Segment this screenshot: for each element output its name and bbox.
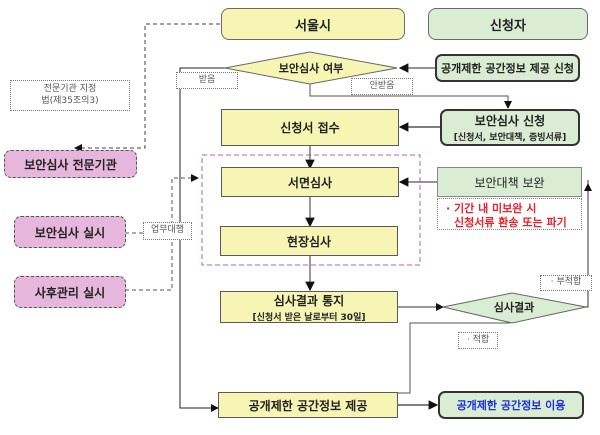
restricted-info-use-box: 공개제한 공간정보 이용 (438, 391, 584, 419)
specialized-agency-box: 보안심사 전문기관 (4, 150, 137, 178)
conduct-review-box: 보안심사 실시 (14, 216, 126, 248)
restricted-info-request-label: 공개제한 공간정보 제공 신청 (441, 62, 574, 75)
specialized-agency-label: 보안심사 전문기관 (24, 157, 117, 172)
document-review-box: 서면심사 (221, 167, 399, 197)
applicant-header: 신청자 (428, 8, 588, 40)
restricted-info-request-box: 공개제한 공간정보 제공 신청 (435, 54, 580, 82)
applicant-header-label: 신청자 (490, 18, 526, 34)
security-review-decision-label: 보안심사 여부 (279, 61, 344, 75)
deadline-warning-line1: · 기간 내 미보완 시 (446, 202, 537, 215)
post-management-label: 사후관리 실시 (34, 285, 106, 300)
application-receipt-box: 신청서 접수 (221, 109, 399, 146)
security-measure-supplement-label: 보안대책 보완 (474, 175, 545, 190)
conduct-review-label: 보안심사 실시 (34, 225, 106, 240)
not-subject-label: 안받음 (351, 78, 413, 95)
seoul-header: 서울시 (221, 8, 405, 40)
security-review-application-docs: [신청서, 보안대책, 증빙서류] (453, 133, 567, 143)
delegation-label: 업무대행 (143, 222, 192, 240)
restricted-info-provision-box: 공개제한 공간정보 제공 (218, 392, 398, 418)
application-receipt-label: 신청서 접수 (280, 121, 340, 135)
seoul-header-label: 서울시 (295, 18, 331, 34)
onsite-review-label: 현장심사 (286, 234, 332, 249)
post-delegation-line (125, 174, 199, 291)
review-group-border (201, 154, 421, 266)
security-review-application-box: 보안심사 신청 [신청서, 보안대책, 증빙서류] (440, 109, 580, 146)
onsite-review-box: 현장심사 (220, 226, 398, 256)
designation-law-line1: 전문기관 지정 (43, 83, 97, 94)
deadline-warning-line2: 신청서류 환송 또는 파기 (454, 215, 567, 229)
review-result-decision (442, 292, 587, 324)
not-subject-path (309, 83, 512, 109)
subject-label: 받음 (176, 72, 238, 89)
designation-law-note: 전문기관 지정 법(제35조의3) (10, 80, 130, 111)
designation-law-line2: 법(제35조의3) (41, 95, 99, 106)
post-management-box: 사후관리 실시 (14, 276, 126, 308)
restricted-info-provision-label: 공개제한 공간정보 제공 (248, 398, 368, 413)
document-review-label: 서면심사 (287, 175, 333, 190)
unsuitable-path (586, 180, 589, 308)
deadline-warning-note: · 기간 내 미보완 시 신청서류 환송 또는 파기 (437, 198, 582, 230)
security-review-decision (224, 51, 398, 85)
designation-connector (74, 23, 220, 152)
review-result-decision-label: 심사결과 (494, 300, 534, 314)
result-notice-box: 심사결과 통지 [신청서 받은 날로부터 30일] (220, 291, 398, 323)
suitable-label: · 적합 (458, 332, 498, 349)
result-notice-label: 심사결과 통지 (273, 293, 345, 308)
security-review-application-label: 보안심사 신청 (474, 114, 546, 128)
unsuitable-label: · 부적합 (540, 275, 592, 291)
result-notice-sub: [신청서 받은 날로부터 30일] (252, 312, 366, 323)
security-measure-supplement-box: 보안대책 보완 (437, 167, 582, 197)
restricted-info-use-label: 공개제한 공간정보 이용 (456, 399, 566, 412)
